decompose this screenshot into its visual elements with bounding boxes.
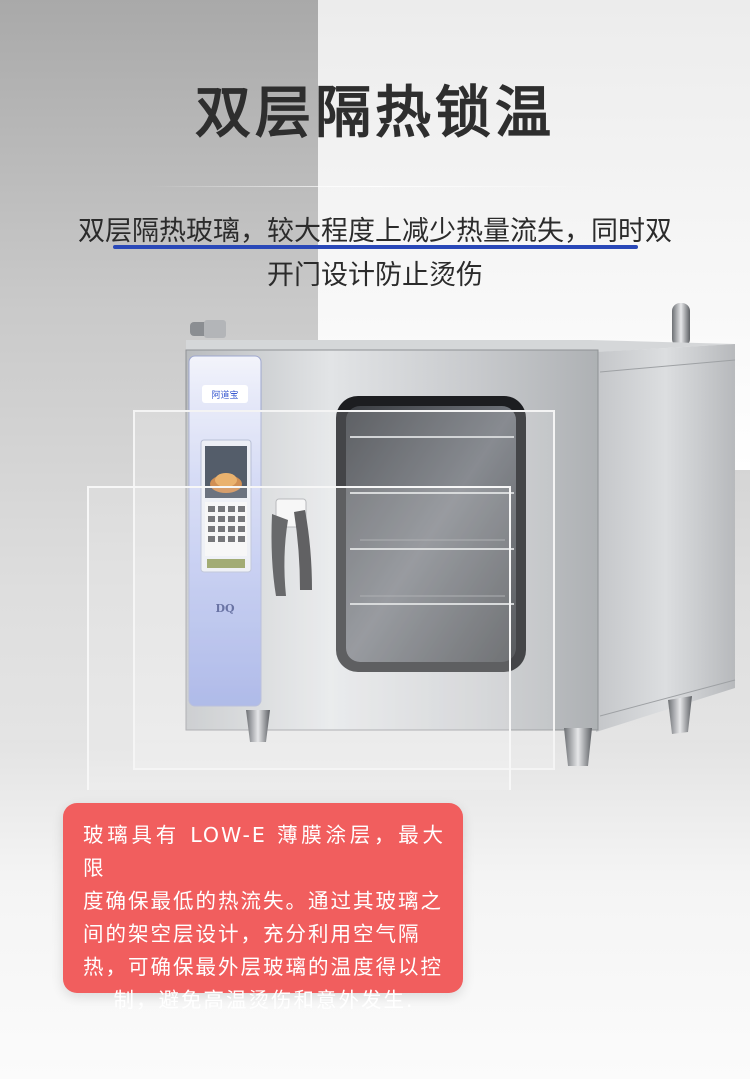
callout-line-1: 玻璃具有 LOW-E 薄膜涂层，最大限 [83, 823, 445, 880]
subtitle-line-1: 双层隔热玻璃，较大程度上减少热量流失，同时双 [78, 216, 672, 247]
callout-line-3: 间的架空层设计，充分利用空气隔 [83, 922, 421, 946]
callout-line-4: 热，可确保最外层玻璃的温度得以控 [83, 955, 443, 979]
control-panel: 阿道宝 DQ [188, 355, 262, 707]
vent-pipe [190, 303, 690, 347]
subtitle: 双层隔热玻璃，较大程度上减少热量流失，同时双 开门设计防止烫伤 [40, 210, 710, 298]
subtitle-line-2: 开门设计防止烫伤 [267, 260, 483, 291]
callout-line-2: 度确保最低的热流失。通过其玻璃之 [83, 889, 443, 913]
callout-text: 玻璃具有 LOW-E 薄膜涂层，最大限 度确保最低的热流失。通过其玻璃之 间的架… [83, 819, 445, 1017]
oven-window [336, 396, 526, 672]
door-handle [271, 498, 312, 596]
page-title: 双层隔热锁温 [195, 81, 555, 146]
oven-legs [246, 696, 692, 766]
brand-badge: 阿道宝 [211, 389, 238, 401]
panel-logo: DQ [215, 602, 235, 615]
callout-line-5: 制，避免高温烫伤和意外发生. [113, 988, 415, 1012]
glass-pane-inner [87, 486, 511, 790]
title-divider [150, 186, 600, 187]
oven-illustration: 阿道宝 DQ [87, 303, 736, 790]
description-callout: 玻璃具有 LOW-E 薄膜涂层，最大限 度确保最低的热流失。通过其玻璃之 间的架… [63, 803, 463, 1012]
glass-pane-outer [133, 410, 555, 770]
subtitle-highlight-underline [113, 245, 638, 249]
